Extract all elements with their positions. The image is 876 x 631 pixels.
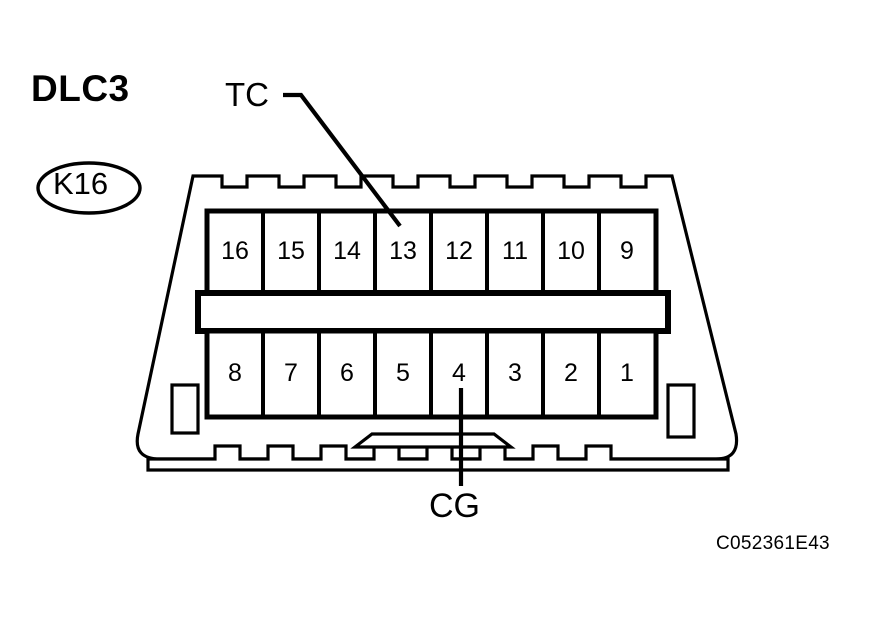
pin-number: 14 <box>333 237 361 265</box>
bottom-edge-notches <box>146 444 730 472</box>
callout-label-tc: TC <box>225 76 269 113</box>
callout-label-cg: CG <box>429 487 480 525</box>
pin-number: 15 <box>277 237 305 265</box>
part-number-label: C052361E43 <box>716 533 830 554</box>
connector-code-label: K16 <box>53 166 109 201</box>
pin-number: 4 <box>452 359 466 387</box>
bottom-center-key-tab <box>350 432 516 449</box>
pin-number: 11 <box>502 237 528 265</box>
tc-leader-line <box>283 92 402 228</box>
pin-number: 13 <box>389 237 417 265</box>
pin-number: 16 <box>221 237 249 265</box>
pin-number: 12 <box>445 237 473 265</box>
pin-number: 1 <box>620 359 634 387</box>
pin-number: 8 <box>228 359 242 387</box>
pin-number: 3 <box>508 359 522 387</box>
page-title: DLC3 <box>31 68 130 109</box>
pin-number: 7 <box>284 359 298 387</box>
pin-number: 6 <box>340 359 354 387</box>
pin-number: 10 <box>557 237 585 265</box>
connector-code-ellipse <box>36 161 142 215</box>
left-retention-tab <box>170 383 200 435</box>
pin-number: 9 <box>620 237 634 265</box>
right-retention-tab <box>666 383 696 439</box>
middle-separator-bar <box>195 290 671 334</box>
pin-number: 5 <box>396 359 410 387</box>
pin-number: 2 <box>564 359 578 387</box>
